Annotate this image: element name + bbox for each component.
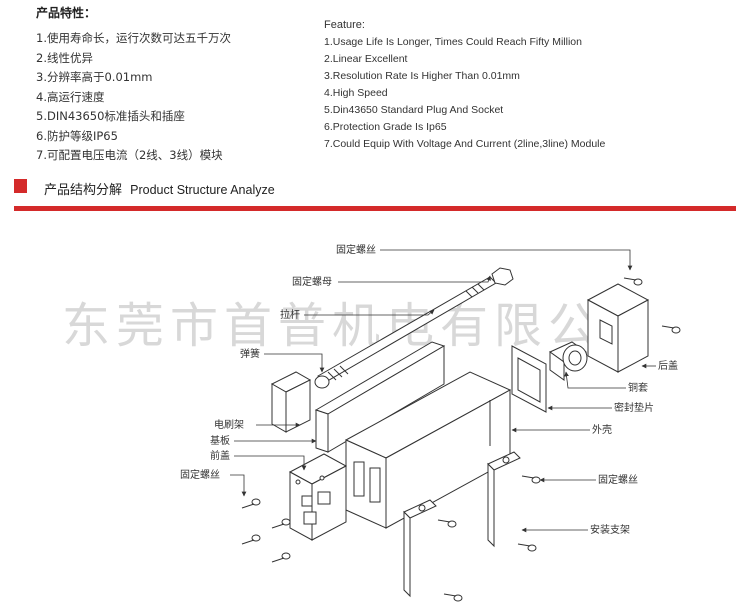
label-spring: 弹簧 (240, 347, 260, 360)
label-brush-holder: 电刷架 (214, 418, 244, 431)
features-en-item: 5.Din43650 Standard Plug And Socket (324, 104, 504, 116)
features-en-item: 1.Usage Life Is Longer, Times Could Reac… (324, 36, 582, 48)
features-cn-item: 6.防护等级IP65 (36, 128, 118, 143)
section-title-cn: 产品结构分解 (44, 183, 123, 198)
base-plate (314, 341, 446, 453)
features-cn-title: 产品特性： (36, 6, 97, 20)
housing (344, 371, 512, 529)
features-cn-item: 4.高运行速度 (36, 89, 105, 104)
section-rule (14, 206, 736, 211)
label-front-cover: 前盖 (210, 449, 230, 462)
section-title-en: Product Structure Analyze (130, 183, 275, 197)
screw-icon (271, 518, 291, 529)
screw-icon (623, 277, 643, 286)
section-marker (14, 179, 27, 193)
label-mount-bracket: 安装支架 (590, 523, 630, 536)
label-pull-rod: 拉杆 (280, 308, 300, 321)
features-cn-item: 1.使用寿命长，运行次数可达五千万次 (36, 31, 231, 45)
screw-icon (521, 475, 541, 484)
label-copper-sleeve: 铜套 (628, 381, 648, 394)
screw-icon (241, 498, 261, 509)
rear-cover (586, 283, 650, 373)
seal-gasket (511, 345, 547, 413)
screw-icon (517, 543, 537, 552)
features-cn-item: 2.线性优异 (36, 50, 93, 65)
screw-icon (241, 534, 261, 545)
label-fixing-screw-left: 固定螺丝 (180, 468, 220, 481)
mount-bracket (403, 451, 521, 598)
features-en-title: Feature: (324, 19, 365, 31)
copper-sleeve (549, 341, 588, 381)
screw-icon (437, 519, 457, 528)
label-base-plate: 基板 (210, 434, 230, 447)
brush-holder (270, 371, 312, 433)
label-housing: 外壳 (592, 423, 612, 436)
features-en-item: 7.Could Equip With Voltage And Current (… (324, 138, 606, 150)
screw-icon (443, 593, 463, 602)
section-header: 产品结构分解 Product Structure Analyze (14, 176, 736, 212)
watermark: 东莞市首普机电有限公司 (62, 298, 657, 354)
features-en-item: 3.Resolution Rate Is Higher Than 0.01mm (324, 70, 520, 82)
leader-lines (230, 249, 656, 533)
label-seal-gasket: 密封垫片 (614, 401, 654, 414)
spring (314, 365, 349, 389)
features-cn-item: 5.DIN43650标准插头和插座 (36, 109, 185, 123)
features-cn: 产品特性： 1.使用寿命长，运行次数可达五千万次 2.线性优异 3.分辨率高于0… (36, 4, 326, 166)
fixing-screws (241, 277, 681, 602)
label-fixing-screw-top: 固定螺丝 (336, 243, 376, 256)
label-fixing-nut: 固定螺母 (292, 275, 332, 288)
screw-icon (661, 325, 681, 334)
label-rear-cover: 后盖 (658, 359, 678, 372)
features-en-item: 6.Protection Grade Is Ip65 (324, 121, 447, 133)
label-fixing-screw-right: 固定螺丝 (598, 473, 638, 486)
features-en-item: 2.Linear Excellent (324, 53, 408, 65)
fixing-nut (491, 267, 514, 286)
front-cover (288, 453, 348, 541)
features-en-item: 4.High Speed (324, 87, 388, 99)
section-title: 产品结构分解 Product Structure Analyze (44, 179, 275, 198)
features-cn-item: 3.分辨率高于0.01mm (36, 70, 153, 84)
screw-icon (271, 552, 291, 563)
features-cn-item: 7.可配置电压电流（2线、3线）模块 (36, 148, 223, 162)
features-en: Feature: 1.Usage Life Is Longer, Times C… (324, 17, 744, 153)
